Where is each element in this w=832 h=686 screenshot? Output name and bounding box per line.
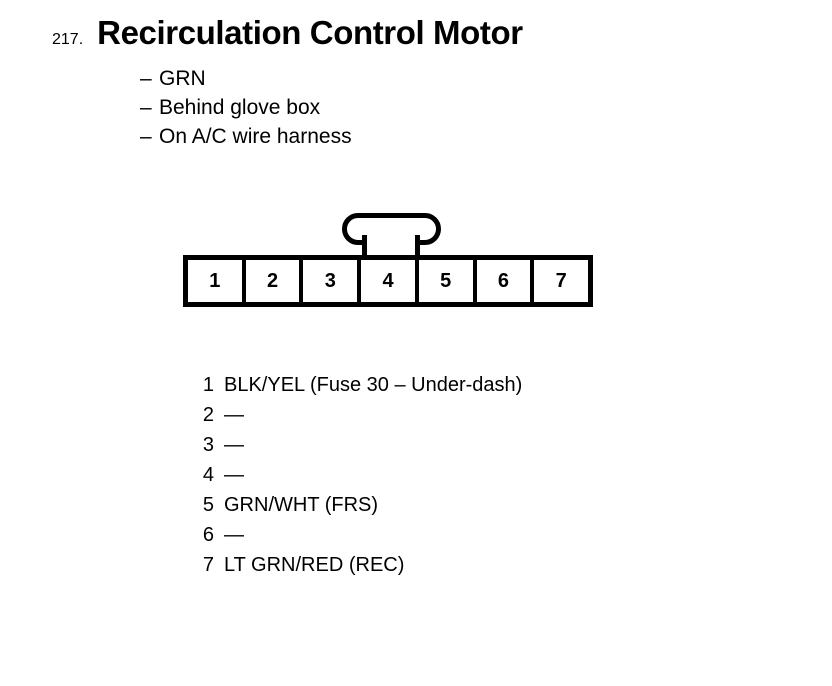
pin-row: 6 — — [196, 520, 522, 550]
pin-description: — — [224, 464, 244, 486]
connector-latch-leg-left — [362, 235, 367, 257]
title-number: 217. — [52, 31, 84, 48]
pin-number: 7 — [202, 554, 214, 576]
connector-cavity-2: 2 — [246, 260, 304, 302]
pin-row: 7 LT GRN/RED (REC) — [196, 550, 522, 580]
dash-bullet-icon: – — [140, 67, 152, 90]
connector-latch-notch — [367, 235, 415, 249]
note-item: – On A/C wire harness — [140, 122, 352, 151]
pin-description: — — [224, 524, 244, 546]
pin-row: 2 — — [196, 400, 522, 430]
pin-row: 1 BLK/YEL (Fuse 30 – Under-dash) — [196, 370, 522, 400]
dash-bullet-icon: – — [140, 125, 152, 148]
connector-cavity-4: 4 — [361, 260, 419, 302]
connector-cavity-6: 6 — [477, 260, 535, 302]
note-item: – Behind glove box — [140, 93, 352, 122]
pin-number: 5 — [202, 494, 214, 516]
dash-bullet-icon: – — [140, 96, 152, 119]
pin-legend: 1 BLK/YEL (Fuse 30 – Under-dash) 2 — 3 —… — [196, 370, 522, 580]
pin-number: 3 — [202, 434, 214, 456]
pin-row: 3 — — [196, 430, 522, 460]
pin-description: GRN/WHT (FRS) — [224, 494, 379, 516]
connector-diagram: 1 2 3 4 5 6 7 — [183, 213, 593, 313]
pin-description: — — [224, 434, 244, 456]
pin-description: BLK/YEL (Fuse 30 – Under-dash) — [224, 374, 523, 396]
pin-description: — — [224, 404, 244, 426]
pin-row: 4 — — [196, 460, 522, 490]
connector-latch-leg-right — [415, 235, 420, 257]
note-item: – GRN — [140, 64, 352, 93]
pin-number: 4 — [202, 464, 214, 486]
connector-cavity-7: 7 — [555, 269, 567, 292]
connector-cavity-3: 3 — [303, 260, 362, 302]
pin-description: LT GRN/RED (REC) — [224, 554, 405, 576]
pin-number: 2 — [202, 404, 214, 426]
note-label: GRN — [159, 67, 206, 90]
pin-number: 1 — [202, 374, 214, 396]
connector-cavity-1: 1 — [188, 260, 246, 302]
page-title: 217. Recirculation Control Motor — [52, 14, 523, 52]
pin-number: 6 — [202, 524, 214, 546]
connector-body: 1 2 3 4 5 6 7 — [183, 255, 593, 307]
note-label: On A/C wire harness — [159, 125, 352, 148]
pin-row: 5 GRN/WHT (FRS) — [196, 490, 522, 520]
note-label: Behind glove box — [159, 96, 321, 119]
notes-list: – GRN – Behind glove box – On A/C wire h… — [140, 64, 352, 151]
title-text: Recirculation Control Motor — [97, 14, 523, 51]
connector-cavity-5: 5 — [419, 260, 477, 302]
